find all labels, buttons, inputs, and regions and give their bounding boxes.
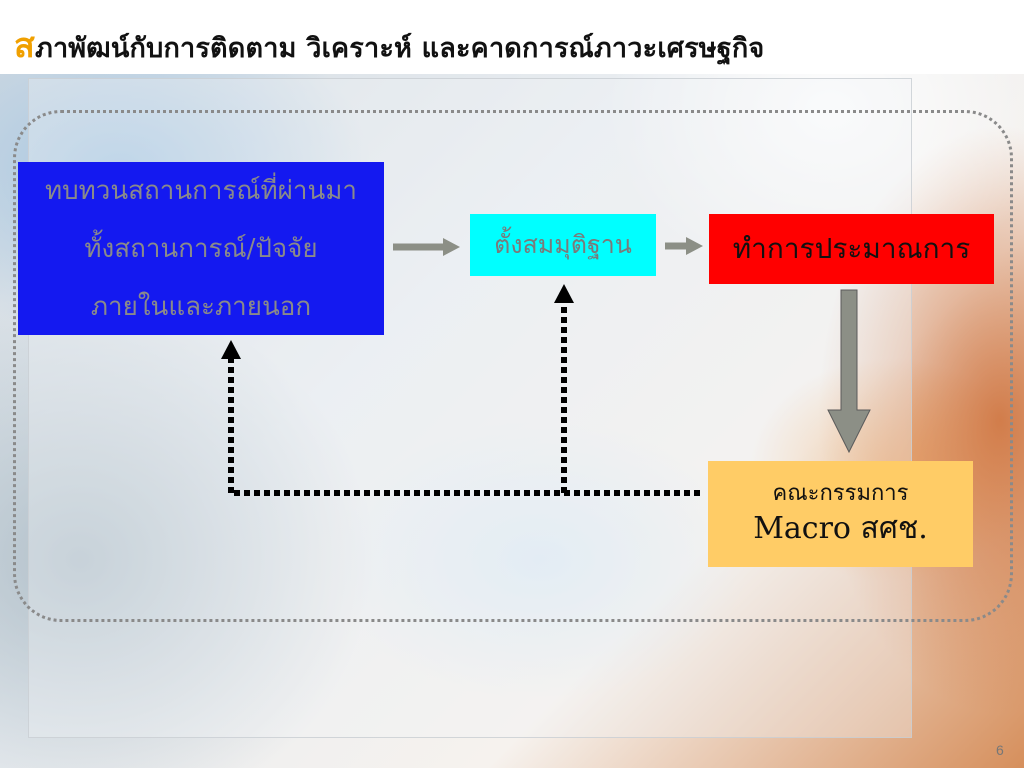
- review-box-line-3: ภายในและภายนอก: [90, 291, 312, 322]
- slide-title: สภาพัฒน์กับการติดตาม วิเคราะห์ และคาดการ…: [14, 18, 764, 72]
- estimate-box-label: ทำการประมาณการ: [732, 232, 971, 265]
- review-situation-box: ทบทวนสถานการณ์ที่ผ่านมา ทั้งสถานการณ์/ปั…: [18, 162, 384, 335]
- committee-box-line-1: คณะกรรมการ: [772, 481, 909, 506]
- macro-committee-box: คณะกรรมการ Macro สศช.: [708, 461, 973, 567]
- review-box-line-1: ทบทวนสถานการณ์ที่ผ่านมา: [44, 175, 358, 206]
- assumption-box: ตั้งสมมุติฐาน: [470, 214, 656, 276]
- committee-box-line-2: Macro สศช.: [753, 511, 928, 546]
- review-box-line-2: ทั้งสถานการณ์/ปัจจัย: [84, 233, 318, 264]
- assumption-box-label: ตั้งสมมุติฐาน: [494, 230, 632, 259]
- slide-title-text: ภาพัฒน์กับการติดตาม วิเคราะห์ และคาดการณ…: [34, 33, 765, 64]
- page-number: 6: [996, 742, 1004, 758]
- title-bar: [0, 0, 1024, 74]
- slide-title-lead-letter: ส: [14, 26, 35, 66]
- dotted-rounded-frame: [13, 110, 1013, 622]
- estimate-box: ทำการประมาณการ: [709, 214, 994, 284]
